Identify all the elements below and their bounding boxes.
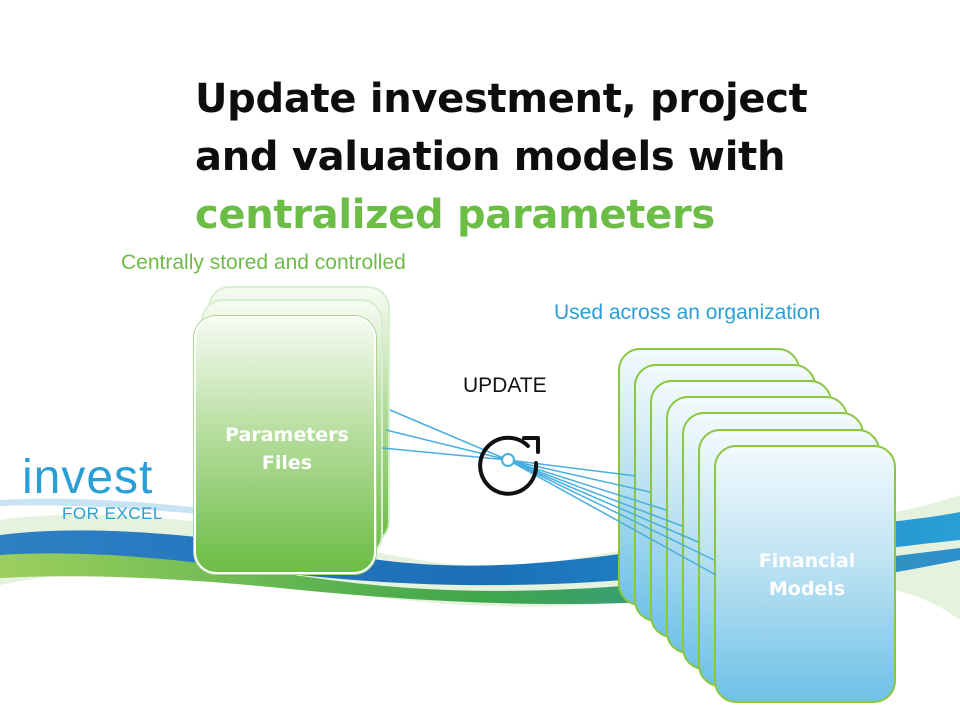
caption-used-across: Used across an organization xyxy=(554,301,821,324)
invest-for-excel-logo: invest FOR EXCEL xyxy=(22,452,163,524)
logo-main-text: invest xyxy=(22,451,154,504)
models-label-line-2: Models xyxy=(768,578,846,600)
refresh-icon xyxy=(478,435,540,496)
update-label: UPDATE xyxy=(463,374,547,397)
models-label-line-1: Financial xyxy=(758,550,856,572)
financial-models-card: Financial Models xyxy=(714,445,896,703)
title-line-3: centralized parameters xyxy=(195,192,715,238)
parameters-label-line-2: Files xyxy=(261,452,313,474)
parameters-label-line-1: Parameters xyxy=(225,424,349,446)
slide-title: Update investment, project and valuation… xyxy=(195,70,895,244)
financial-models-label: Financial Models xyxy=(716,547,898,603)
title-line-2: and valuation models with xyxy=(195,134,786,180)
parameters-files-label: Parameters Files xyxy=(196,421,378,477)
title-line-1: Update investment, project xyxy=(195,76,808,122)
logo-sub-text: FOR EXCEL xyxy=(62,504,163,523)
parameters-files-card: Parameters Files xyxy=(194,316,376,574)
caption-centrally-stored: Centrally stored and controlled xyxy=(121,251,406,274)
